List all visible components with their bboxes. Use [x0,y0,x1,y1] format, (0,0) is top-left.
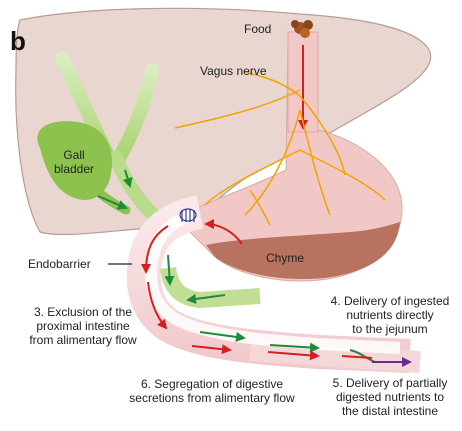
step-4-label: 4. Delivery of ingested nutrients direct… [318,294,462,336]
panel-letter: b [10,26,26,57]
vagus-nerve-label: Vagus nerve [200,64,267,78]
food-label: Food [244,22,271,36]
step-6-label: 6. Segregation of digestive secretions f… [118,377,306,405]
step-5-label: 5. Delivery of partially digested nutrie… [318,376,462,418]
step-3-label: 3. Exclusion of the proximal intestine f… [10,305,156,347]
chyme-label: Chyme [266,251,304,265]
gall-bladder-label: Gall bladder [44,148,104,176]
endobarrier-label: Endobarrier [28,257,91,271]
